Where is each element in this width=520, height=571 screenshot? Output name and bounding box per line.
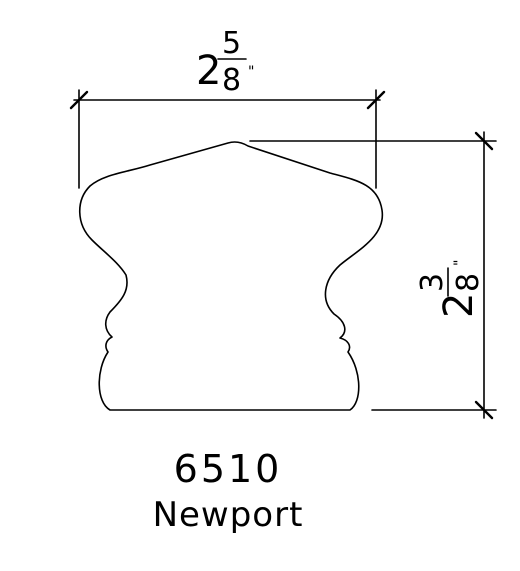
height-tick-bottom [474, 400, 494, 420]
width-whole: 2 [196, 48, 221, 94]
part-name: Newport [153, 495, 304, 535]
height-whole: 2 [436, 293, 482, 318]
height-tick-top [474, 131, 494, 151]
width-numerator: 5 [222, 26, 241, 61]
height-inch-mark: " [452, 260, 468, 266]
height-denominator: 8 [451, 273, 486, 292]
width-denominator: 8 [222, 63, 241, 98]
part-number: 6510 [174, 447, 283, 491]
height-numerator: 3 [415, 273, 450, 292]
height-label: 2 3 8 " [415, 260, 486, 318]
width-tick-right [366, 90, 386, 110]
width-inch-mark: " [248, 64, 254, 80]
profile-outline [79, 141, 384, 411]
width-tick-left [69, 90, 89, 110]
width-label: 2 5 8 " [196, 26, 254, 98]
